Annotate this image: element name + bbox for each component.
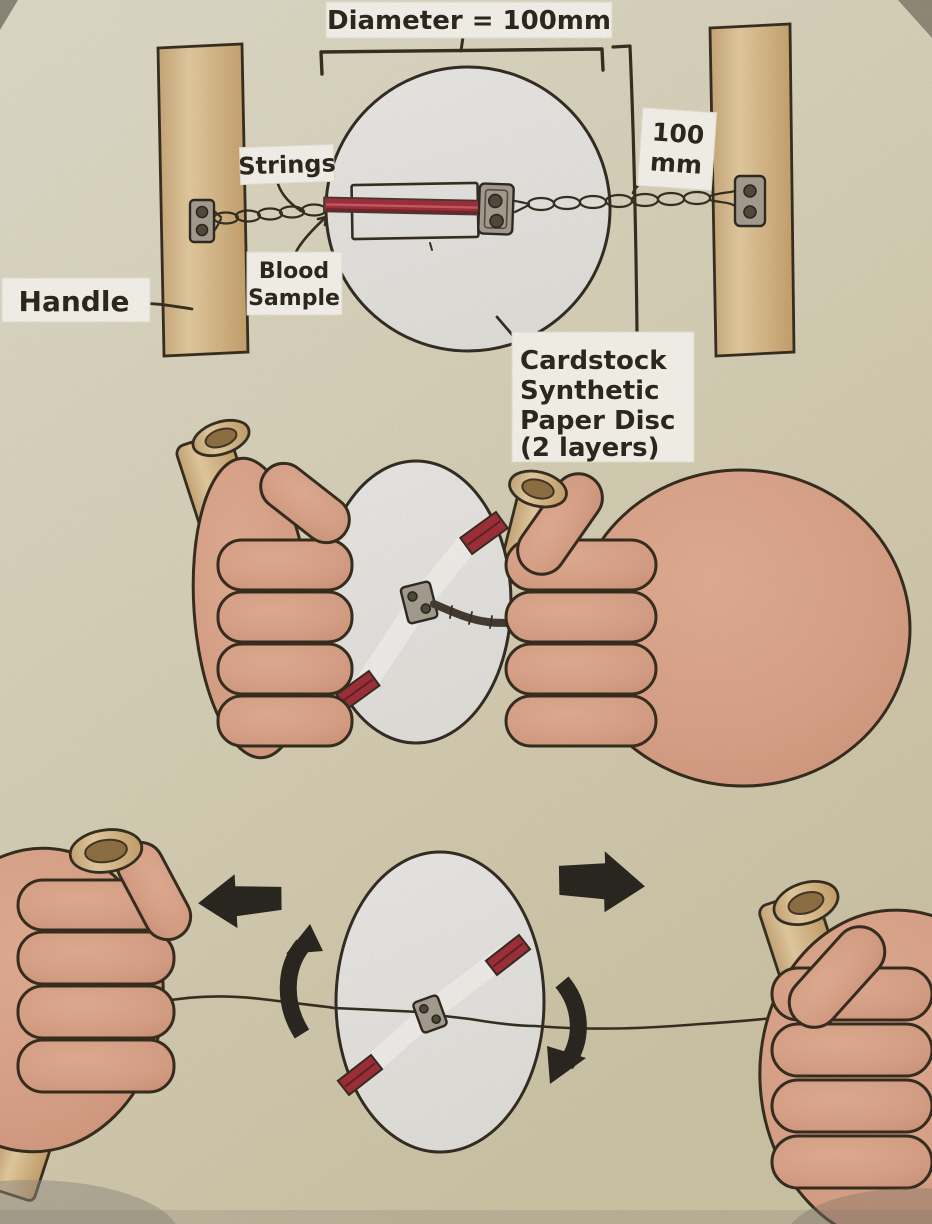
drawing-page: Diameter = 100mm Strings Blood Sample Ha…	[0, 0, 932, 1224]
grain-overlay	[0, 0, 932, 1224]
paperfuge-diagram: Diameter = 100mm Strings Blood Sample Ha…	[0, 0, 932, 1224]
